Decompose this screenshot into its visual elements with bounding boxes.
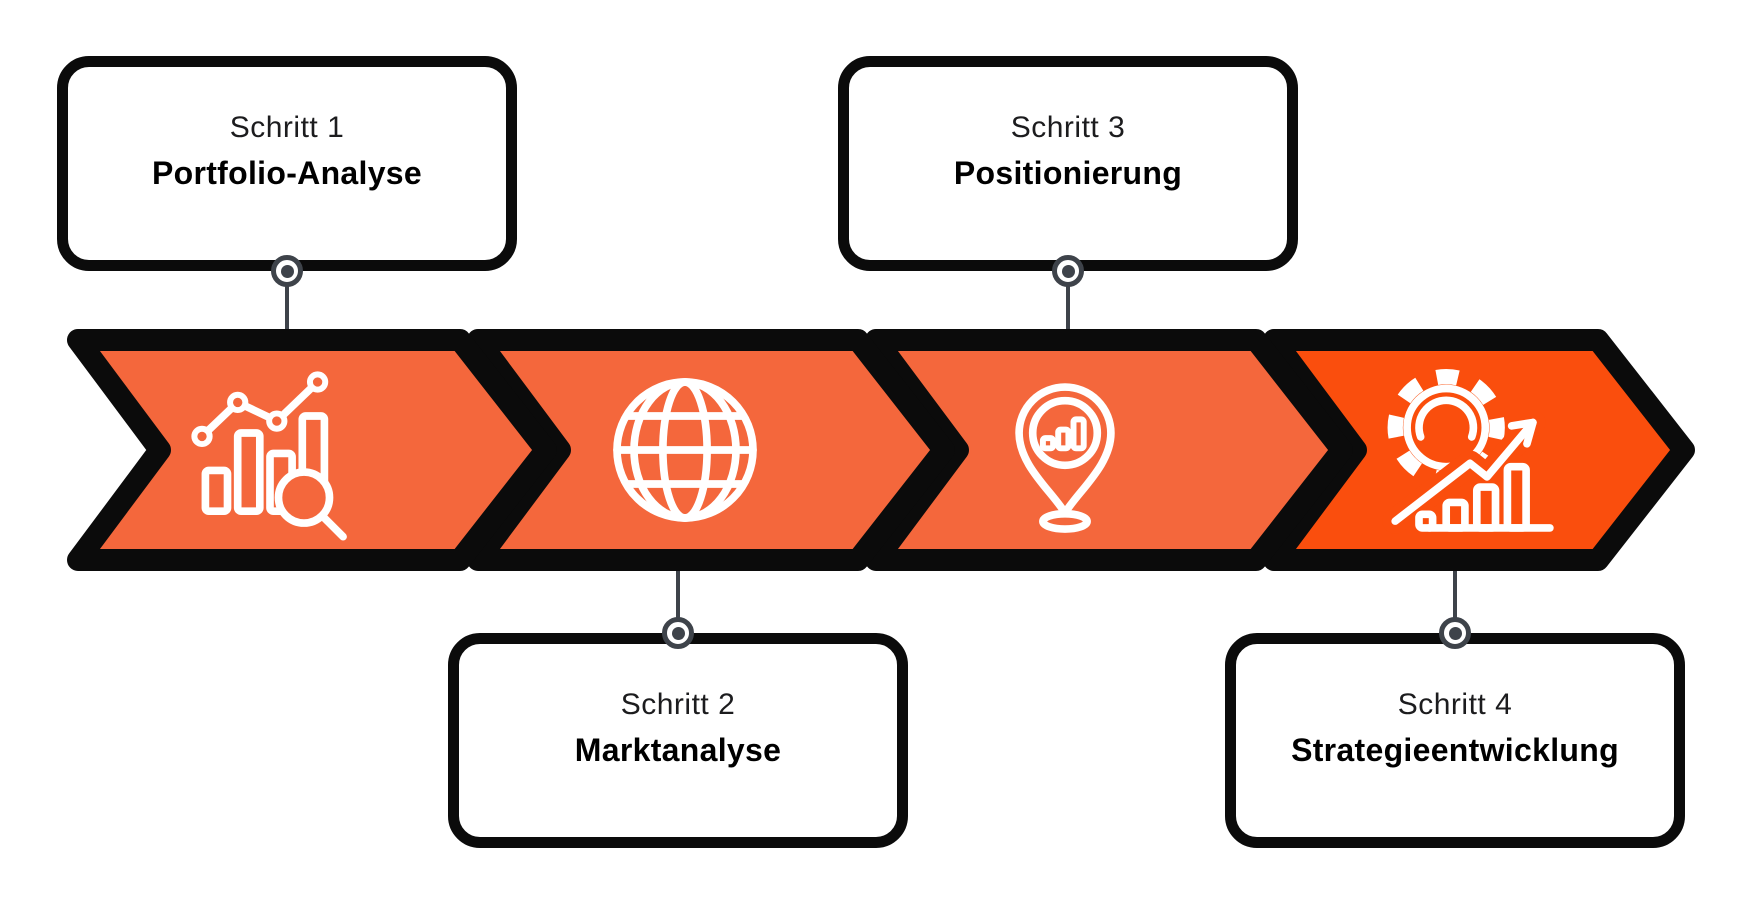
step-4-title: Strategieentwicklung xyxy=(1291,732,1619,768)
step-2-label: Schritt 2 xyxy=(620,688,736,721)
globe-icon xyxy=(613,378,757,522)
step-4-connector-dot xyxy=(1439,617,1471,649)
step-2-connector-dot xyxy=(662,617,694,649)
step-1-connector-dot xyxy=(271,255,303,287)
gear-growth-arrow-icon xyxy=(1382,368,1554,534)
step-3-box: Schritt 3 Positionierung xyxy=(838,56,1298,271)
step-2-box: Schritt 2 Marktanalyse xyxy=(448,633,908,848)
step-4-box: Schritt 4 Strategieentwicklung xyxy=(1225,633,1685,848)
chevron-1 xyxy=(67,329,557,571)
step-1-label: Schritt 1 xyxy=(229,111,345,144)
map-pin-bar-chart-icon xyxy=(1015,383,1115,533)
step-3-connector-dot xyxy=(1052,255,1084,287)
step-2-title: Marktanalyse xyxy=(574,732,782,768)
step-1-box: Schritt 1 Portfolio-Analyse xyxy=(57,56,517,271)
step-3-title: Positionierung xyxy=(953,155,1183,191)
step-3-label: Schritt 3 xyxy=(1010,111,1126,144)
step-4-label: Schritt 4 xyxy=(1397,688,1513,721)
step-1-title: Portfolio-Analyse xyxy=(151,155,423,191)
bar-chart-magnifier-icon xyxy=(191,371,347,541)
